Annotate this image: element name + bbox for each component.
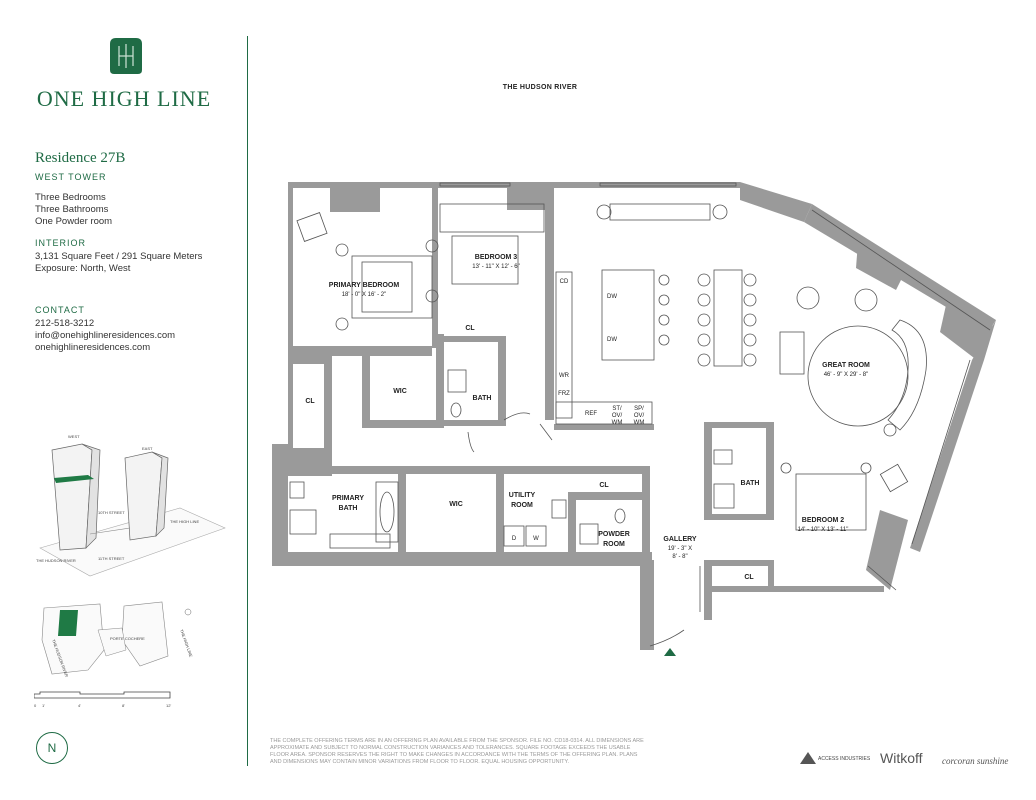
room-bath1: BATH: [473, 395, 492, 402]
keyplan-river-label: THE HUDSON RIVER: [36, 558, 76, 563]
contact-label: CONTACT: [35, 305, 85, 315]
email-link[interactable]: info@onehighlineresidences.com: [35, 330, 176, 341]
river-label: THE HUDSON RIVER: [502, 84, 578, 91]
scale-bar: 0 1' 4' 8' 12': [34, 691, 171, 708]
powder-text: One Powder room: [35, 216, 113, 227]
site-highline-label: THE HIGH LINE: [179, 629, 194, 658]
access-industries-logo-icon: [800, 752, 816, 764]
room-utility-2: ROOM: [511, 502, 533, 509]
room-wic2: WIC: [449, 501, 463, 508]
scale-label-8: 8': [122, 703, 125, 708]
kitchen-ref: REF: [585, 411, 597, 417]
website-link[interactable]: onehighlineresidences.com: [35, 342, 151, 353]
sidebar-divider: [247, 36, 248, 766]
room-gallery-name: GALLERY: [663, 536, 697, 543]
scale-label-12: 12': [166, 703, 171, 708]
scale-label-1: 1': [42, 703, 45, 708]
bedrooms-text: Three Bedrooms: [35, 192, 106, 203]
entry-marker-icon: [664, 648, 676, 656]
room-bedroom3-name: BEDROOM 3: [475, 254, 518, 261]
kitchen-st-3: WM: [612, 420, 623, 426]
keyplan-highline-label: THE HIGH LINE: [170, 519, 199, 524]
kitchen-st-1: ST/: [612, 406, 622, 412]
tower-label: WEST TOWER: [35, 172, 107, 182]
residence-title: Residence 27B: [35, 150, 126, 166]
kitchen-dw-2: DW: [607, 337, 617, 343]
room-wic1: WIC: [393, 388, 407, 395]
kitchen-st-2: OV/: [612, 413, 623, 419]
utility-dryer: D: [512, 536, 517, 542]
interior-label: INTERIOR: [35, 238, 87, 248]
closet-label-2: CL: [465, 325, 475, 332]
room-primary-bath-1: PRIMARY: [332, 495, 364, 502]
room-powder-2: ROOM: [603, 541, 625, 548]
building-keyplan: WEST EAST 10TH STREET 11TH STREET THE HI…: [36, 434, 226, 577]
kitchen-dw-1: DW: [607, 294, 617, 300]
room-primary-bedroom-name: PRIMARY BEDROOM: [329, 282, 400, 289]
room-bedroom2-name: BEDROOM 2: [802, 517, 845, 524]
witkoff-logo: Witkoff: [880, 750, 923, 766]
room-powder-1: POWDER: [598, 531, 630, 538]
room-gallery-dims2: 8' - 8": [672, 554, 687, 560]
furniture: [289, 182, 991, 647]
closet-label-3: CL: [599, 482, 609, 489]
sidebar: ONE HIGH LINE Residence 27B WEST TOWER T…: [0, 0, 248, 800]
site-map: PORTE COCHERE THE HIGH LINE THE HUDSON R…: [41, 601, 194, 678]
closet-label-4: CL: [744, 574, 754, 581]
room-utility-1: UTILITY: [509, 492, 536, 499]
floor-plan: PRIMARY BEDROOM 18' - 0" X 16' - 2" BEDR…: [272, 182, 996, 656]
kitchen-wr: WR: [559, 373, 570, 379]
kitchen-cd: CD: [560, 279, 569, 285]
keyplan-10th-label: 10TH STREET: [98, 510, 125, 515]
keyplan-east-label: EAST: [142, 446, 153, 451]
kitchen-sp-3: WM: [634, 420, 645, 426]
room-primary-bedroom-dims: 18' - 0" X 16' - 2": [342, 292, 387, 298]
phone-link[interactable]: 212-518-3212: [35, 318, 95, 329]
kitchen-sp-2: OV/: [634, 413, 645, 419]
keyplan-11th-label: 11TH STREET: [98, 556, 125, 561]
keyplan-west-label: WEST: [68, 434, 80, 439]
scale-label-0: 0: [34, 703, 37, 708]
access-industries-logo: ACCESS INDUSTRIES: [818, 756, 871, 762]
site-porte-label: PORTE COCHERE: [110, 636, 145, 641]
utility-washer: W: [533, 536, 539, 542]
room-great-room-name: GREAT ROOM: [822, 362, 870, 369]
bathrooms-text: Three Bathrooms: [35, 204, 109, 215]
brand-name: ONE HIGH LINE: [36, 86, 212, 111]
north-compass-icon: N: [36, 732, 68, 764]
room-great-room-dims: 46' - 9" X 29' - 8": [824, 372, 869, 378]
corcoran-logo: corcoran sunshine: [942, 756, 1009, 766]
area-text: 3,131 Square Feet / 291 Square Meters: [35, 251, 203, 262]
walls: [272, 182, 996, 650]
closet-label-1: CL: [305, 398, 315, 405]
kitchen-frz: FRZ: [558, 391, 570, 397]
scale-label-4: 4': [78, 703, 81, 708]
kitchen-sp-1: SP/: [634, 406, 644, 412]
room-gallery-dims1: 19' - 3" X: [668, 546, 692, 552]
legal-disclaimer: THE COMPLETE OFFERING TERMS ARE IN AN OF…: [270, 738, 644, 765]
room-bedroom2-dims: 14' - 10" X 13' - 11": [798, 527, 849, 533]
room-bath2: BATH: [741, 480, 760, 487]
room-primary-bath-2: BATH: [339, 505, 358, 512]
room-bedroom3-dims: 13' - 11" X 12' - 6": [472, 264, 519, 270]
logo-monogram-icon: [110, 38, 142, 74]
exposure-text: Exposure: North, West: [35, 263, 131, 274]
